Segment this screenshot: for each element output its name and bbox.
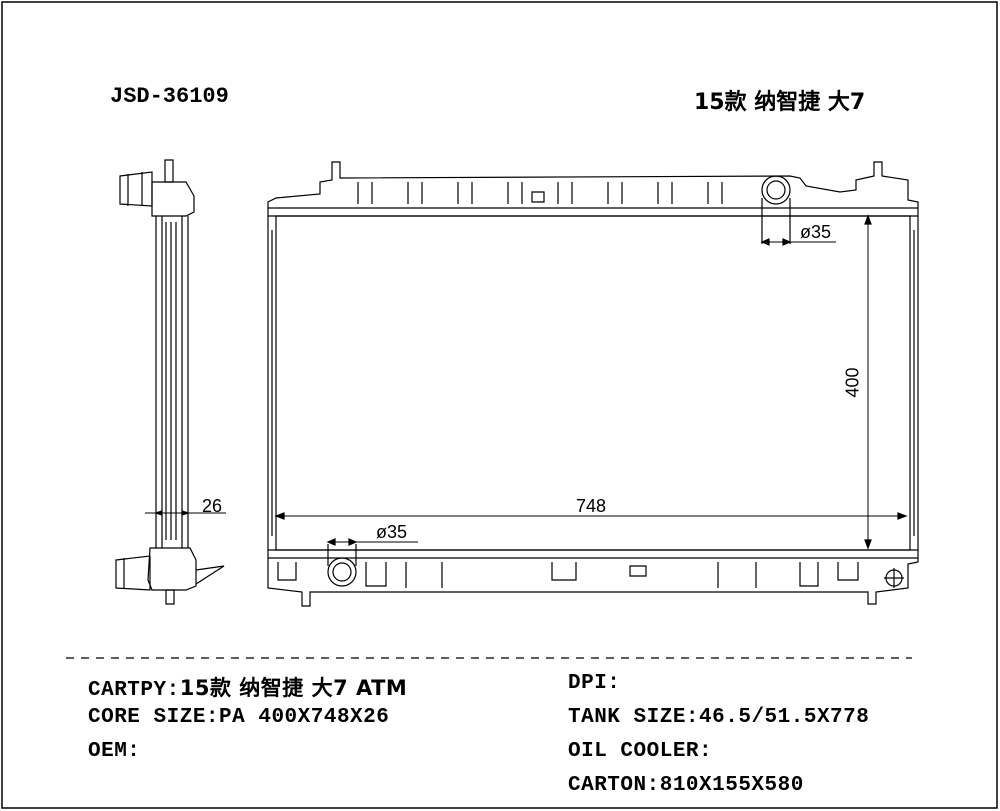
tank-size-label: TANK SIZE: [568, 706, 700, 729]
cartpy-row: CARTPY:15款 纳智捷 大7 ATM [88, 672, 407, 702]
carton-row: CARTON:810X155X580 [568, 774, 804, 797]
tank-size-row: TANK SIZE:46.5/51.5X778 [568, 706, 869, 729]
carton-label: CARTON: [568, 774, 660, 797]
cartpy-label: CARTPY: [88, 679, 180, 702]
oem-label: OEM: [88, 740, 141, 763]
core-size-label: CORE SIZE: [88, 706, 220, 729]
side-view-radiator [115, 159, 226, 605]
height-dimension: 400 [842, 367, 863, 398]
width-dimension: 748 [576, 496, 607, 516]
tank-size-value: 46.5/51.5X778 [699, 706, 870, 729]
part-number: JSD-36109 [110, 84, 229, 109]
model-title: 15款 纳智捷 大7 [694, 90, 866, 115]
dpi-label: DPI: [568, 672, 621, 695]
dpi-row: DPI: [568, 672, 620, 695]
cartpy-value: 15款 纳智捷 大7 ATM [179, 676, 408, 700]
oem-row: OEM: [88, 740, 140, 763]
core-size-row: CORE SIZE:PA 400X748X26 [88, 706, 389, 729]
bottom-port-dimension: ø35 [376, 522, 408, 542]
core-size-value: PA 400X748X26 [219, 706, 390, 729]
carton-value: 810X155X580 [659, 774, 804, 797]
oil-cooler-row: OIL COOLER: [568, 740, 712, 763]
front-view-radiator [267, 161, 919, 607]
oil-cooler-label: OIL COOLER: [568, 740, 713, 763]
thickness-dimension: 26 [202, 496, 223, 516]
top-port-dimension: ø35 [800, 222, 832, 242]
